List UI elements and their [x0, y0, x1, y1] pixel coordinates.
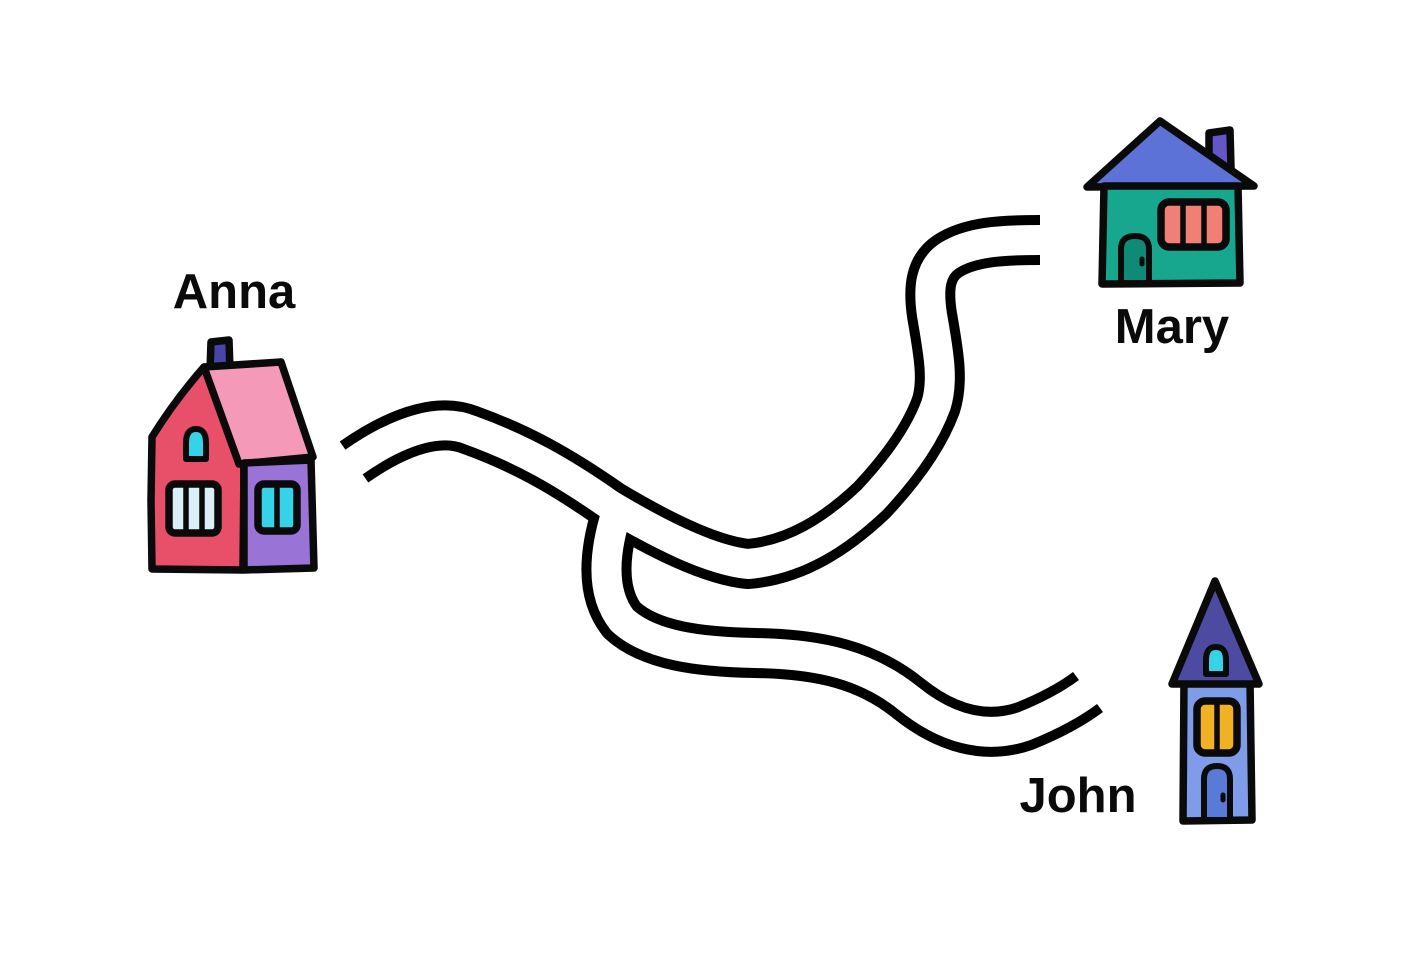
anna-label: Anna [173, 265, 296, 319]
john-roof [1168, 577, 1263, 688]
road-anna-to-mary-surface [330, 225, 1055, 579]
anna-house: Anna [147, 265, 318, 574]
mary-window-frame [1157, 198, 1230, 251]
mary-window [1157, 198, 1230, 251]
road-network [330, 215, 1111, 757]
john-house: John [1019, 577, 1263, 825]
john-door [1201, 763, 1233, 823]
mary-label: Mary [1115, 300, 1229, 354]
mary-house: Mary [1083, 117, 1258, 354]
anna-wing-window [254, 480, 301, 535]
mary-door-panel [1118, 233, 1152, 286]
john-window [1193, 697, 1241, 757]
anna-arch-window [183, 426, 209, 462]
mary-door [1118, 233, 1152, 286]
anna-front-window [165, 480, 222, 537]
john-arch-window [1203, 644, 1229, 677]
john-door-panel [1201, 763, 1233, 823]
road-fork-to-john-surface [591, 503, 1111, 747]
john-label: John [1019, 769, 1136, 823]
anna-front-window-frame [165, 480, 222, 537]
